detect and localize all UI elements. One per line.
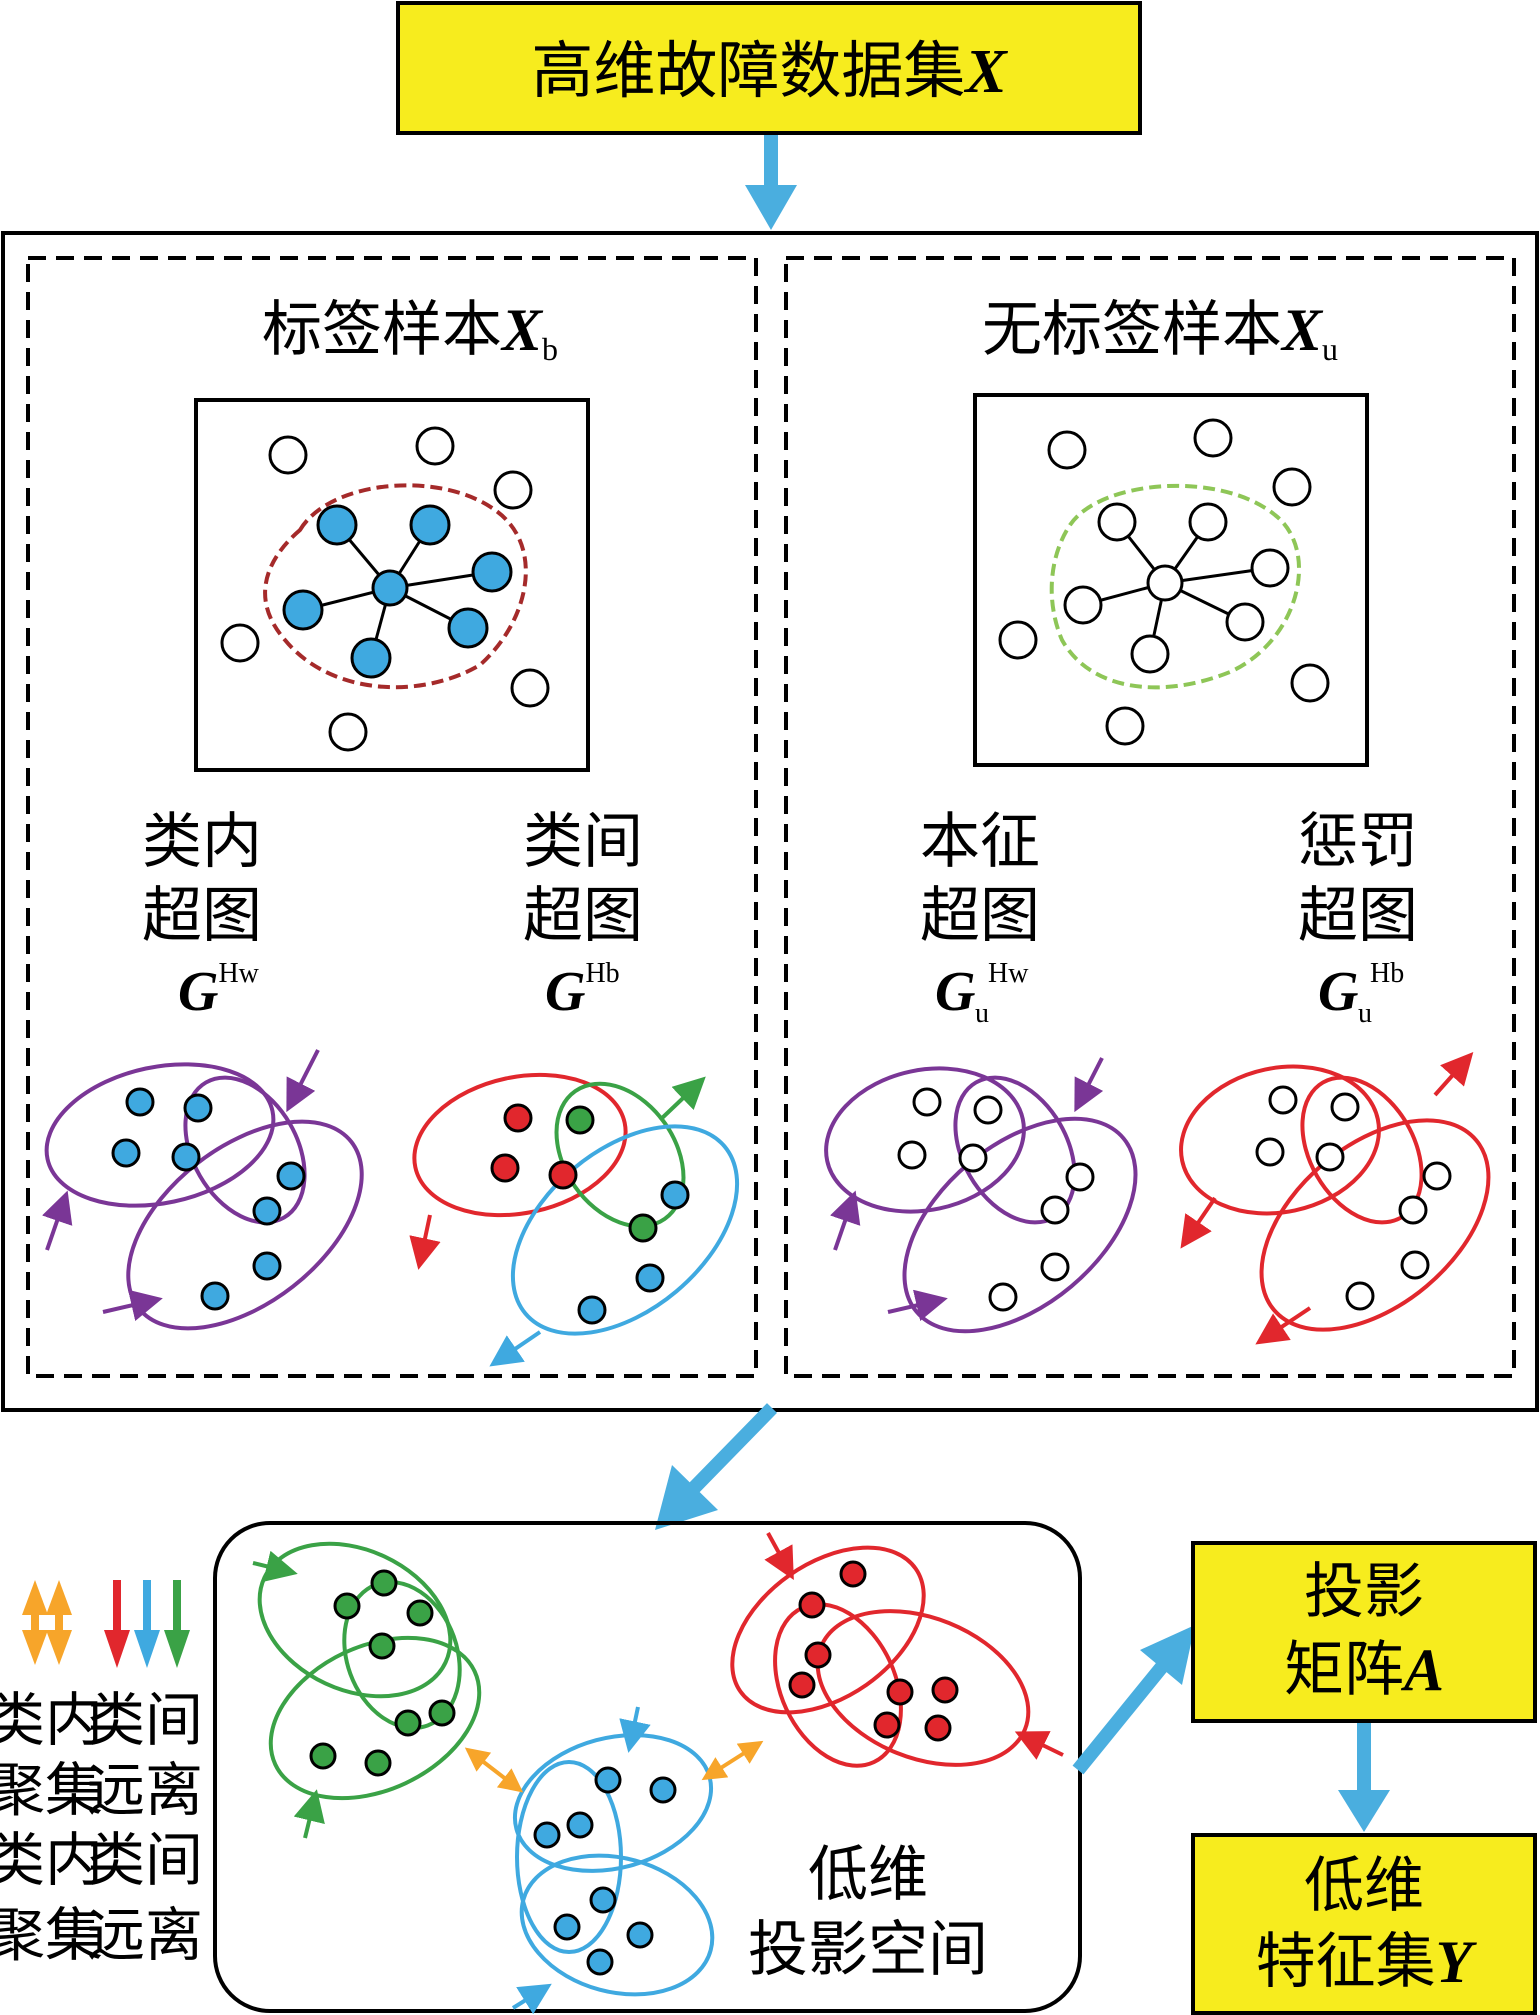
svg-text:低维: 低维 <box>1304 1851 1424 1921</box>
svg-text:u: u <box>975 998 989 1029</box>
svg-text:类间: 类间 <box>87 1826 203 1894</box>
svg-text:G: G <box>1318 961 1358 1023</box>
svg-text:矩阵A: 矩阵A <box>1284 1635 1444 1705</box>
svg-text:远离: 远离 <box>87 1901 203 1969</box>
projection-matrix-box: 投影 矩阵A <box>1191 1541 1537 1723</box>
svg-text:超图: 超图 <box>142 881 262 951</box>
svg-text:Hw: Hw <box>988 958 1029 989</box>
arrow-input-to-graphs <box>745 135 797 230</box>
svg-text:惩罚: 惩罚 <box>1298 807 1418 877</box>
svg-text:投影: 投影 <box>1304 1557 1424 1627</box>
svg-text:聚集: 聚集 <box>0 1901 103 1969</box>
blue-cluster <box>511 1706 715 2015</box>
svg-text:远离: 远离 <box>87 1756 203 1824</box>
hypergraph-label-intrinsic: 本征 超图 G Hw u <box>920 807 1040 1029</box>
svg-text:GHw: GHw <box>178 958 260 1023</box>
svg-text:类内: 类内 <box>0 1686 103 1754</box>
legend-intra-cluster: 类内 聚集 <box>0 1580 103 1824</box>
penalty-hypergraph <box>1179 1052 1491 1345</box>
svg-text:类内: 类内 <box>0 1826 103 1894</box>
labeled-sample-graph <box>194 398 590 772</box>
input-box-label: 高维故障数据集X <box>531 34 1008 107</box>
legend-inter-separate: 类间 远离 <box>87 1580 203 1824</box>
input-box: 高维故障数据集X <box>396 1 1142 135</box>
svg-text:类间: 类间 <box>87 1686 203 1754</box>
svg-text:类内: 类内 <box>142 807 262 877</box>
arrow-matrix-to-output <box>1338 1723 1390 1832</box>
projection-space-label-2: 投影空间 <box>748 1915 988 1985</box>
svg-text:本征: 本征 <box>920 807 1040 877</box>
legend-labels-lower: 类内 聚集 类间 远离 <box>0 1826 203 1969</box>
svg-text:类间: 类间 <box>523 807 643 877</box>
svg-text:G: G <box>935 961 975 1023</box>
svg-text:特征集Y: 特征集Y <box>1256 1927 1478 1997</box>
svg-text:超图: 超图 <box>523 881 643 951</box>
svg-text:超图: 超图 <box>1298 881 1418 951</box>
separation-arrows <box>464 1740 764 1793</box>
output-feature-box: 低维 特征集Y <box>1191 1833 1537 2015</box>
labeled-panel-frame <box>26 256 758 1378</box>
labeled-panel-title: 标签样本Xb <box>262 295 558 367</box>
arrow-projection-to-matrix <box>1072 1625 1195 1775</box>
svg-text:u: u <box>1358 998 1372 1029</box>
unlabeled-panel-frame <box>784 256 1516 1378</box>
hypergraph-label-intra: 类内 超图 GHw <box>142 807 262 1023</box>
unlabeled-panel-title: 无标签样本Xu <box>982 295 1338 367</box>
intra-class-hypergraph <box>42 1049 364 1331</box>
svg-text:GHb: GHb <box>545 958 620 1023</box>
inter-class-hypergraph <box>409 1072 740 1367</box>
green-cluster <box>252 1541 482 1839</box>
unlabeled-sample-graph <box>973 393 1369 767</box>
svg-text:Hb: Hb <box>1370 958 1404 989</box>
hypergraph-label-inter: 类间 超图 GHb <box>523 807 643 1023</box>
hypergraph-label-penalty: 惩罚 超图 G Hb u <box>1298 807 1418 1029</box>
arrow-graphs-to-projection <box>655 1403 778 1530</box>
svg-text:超图: 超图 <box>920 881 1040 951</box>
projection-space-label-1: 低维 <box>808 1840 928 1910</box>
svg-text:聚集: 聚集 <box>0 1756 103 1824</box>
intrinsic-hypergraph <box>824 1057 1138 1334</box>
red-cluster <box>730 1532 1064 1768</box>
